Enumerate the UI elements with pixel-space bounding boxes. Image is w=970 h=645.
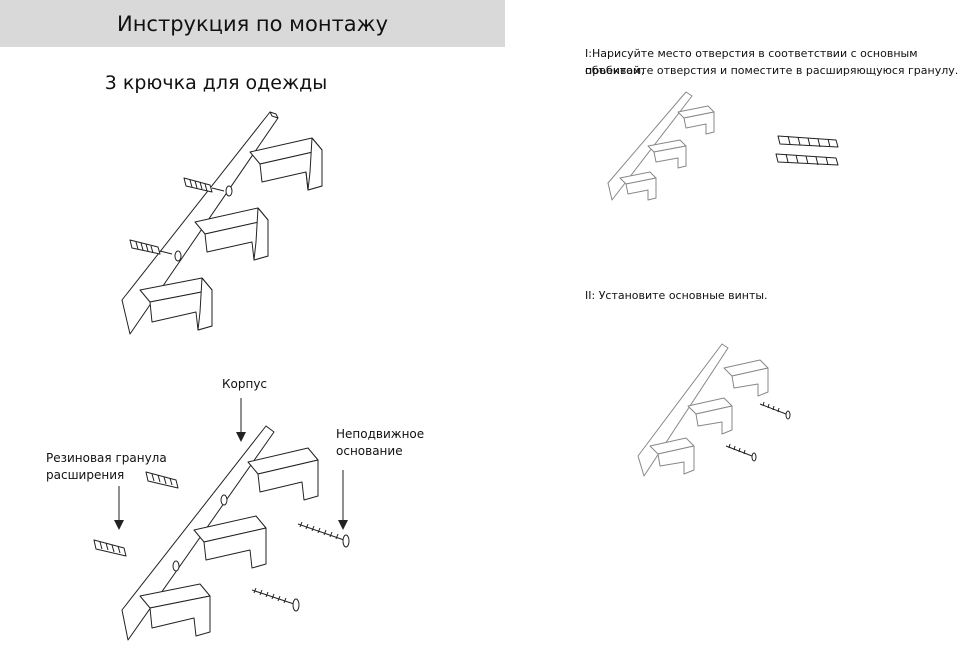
step1-line1: I:Нарисуйте место отверстия в соответств… bbox=[585, 47, 918, 77]
arrow-anchor bbox=[114, 486, 124, 530]
arrow-base bbox=[338, 470, 348, 530]
mount-hole-upper bbox=[225, 185, 233, 197]
hook-top bbox=[249, 137, 323, 191]
step2-screw-lower bbox=[725, 443, 757, 462]
arrow-body bbox=[236, 398, 246, 442]
product-subtitle: 3 крючка для одежды bbox=[104, 72, 328, 94]
step1-hook-top bbox=[677, 105, 715, 135]
expansion-anchor-a bbox=[145, 471, 179, 489]
expansion-anchor-b bbox=[93, 539, 127, 557]
label-anchor-line1: Резиновая гранула bbox=[46, 451, 167, 465]
hook-bottom bbox=[139, 277, 213, 331]
step2-hook-middle bbox=[687, 397, 733, 435]
label-base-line1: Неподвижное bbox=[336, 427, 425, 441]
step2-plate bbox=[637, 343, 729, 477]
label-body: Корпус bbox=[222, 377, 268, 391]
step2-screw-upper bbox=[759, 401, 791, 420]
step1-anchor-lower bbox=[775, 153, 839, 166]
expansion-anchor-upper bbox=[183, 177, 225, 193]
step1-anchor-upper bbox=[777, 135, 839, 148]
header-bar: Инструкция по монтажу bbox=[0, 0, 505, 47]
step2-hook-bottom bbox=[649, 437, 695, 475]
screw-upper bbox=[297, 521, 350, 548]
hook-middle bbox=[194, 207, 269, 261]
expansion-anchor-lower bbox=[129, 239, 173, 255]
mount-hole-lower-exploded bbox=[172, 560, 180, 572]
screw-lower bbox=[251, 587, 300, 612]
label-base-line2: основание bbox=[336, 444, 403, 458]
hook-middle-exploded bbox=[193, 515, 267, 569]
mount-hole-lower bbox=[174, 250, 182, 262]
step2-hook-top bbox=[723, 359, 769, 397]
hook-top-exploded bbox=[247, 447, 319, 501]
step1-hook-bottom bbox=[619, 171, 657, 201]
label-anchor-line2: расширения bbox=[46, 468, 125, 482]
step1-hook-middle bbox=[647, 139, 687, 169]
page-title: Инструкция по монтажу bbox=[116, 11, 389, 36]
hook-bottom-exploded bbox=[139, 583, 211, 637]
step2-text: II: Установите основные винты. bbox=[585, 289, 768, 302]
mount-hole-upper-exploded bbox=[220, 494, 228, 506]
step1-line2: пробивайте отверстия и поместите в расши… bbox=[585, 64, 959, 77]
